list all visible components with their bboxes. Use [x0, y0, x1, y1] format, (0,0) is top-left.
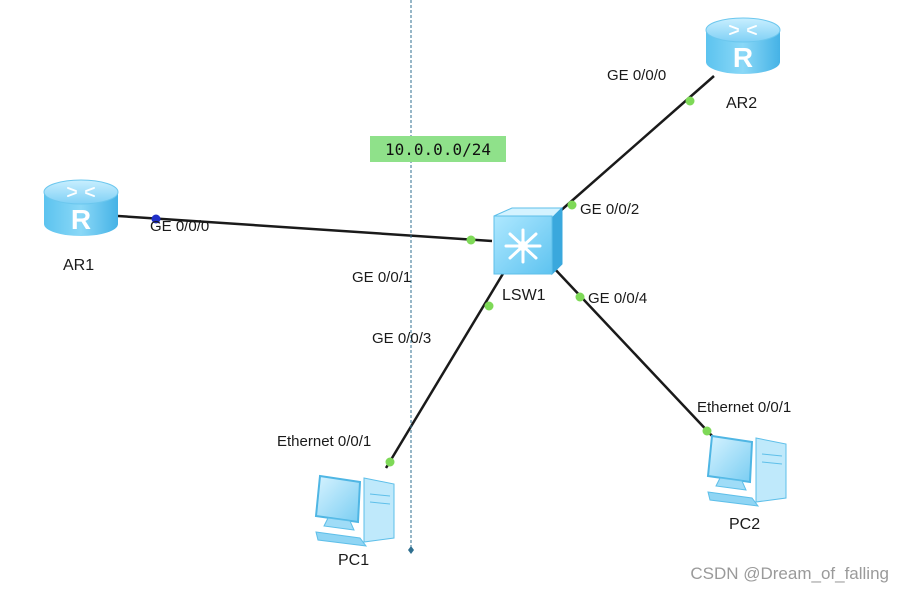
port-label-ar1-ge000: GE 0/0/0 — [150, 218, 210, 235]
device-name-lsw1[interactable]: LSW1 — [502, 287, 546, 304]
router-icon[interactable]: R — [43, 179, 119, 236]
port-dot-ar2-ge000 — [685, 96, 695, 106]
port-dot-pc1-eth — [385, 457, 395, 467]
device-name-ar2[interactable]: AR2 — [726, 95, 758, 112]
link-lsw1-pc1 — [384, 261, 512, 469]
svg-text:R: R — [71, 204, 91, 235]
port-label-lsw1-ge002: GE 0/0/2 — [580, 201, 640, 218]
subnet-label[interactable]: 10.0.0.0/24 — [370, 136, 506, 162]
switch-icon[interactable] — [493, 206, 564, 276]
port-dot-ar1-ge000 — [151, 214, 161, 224]
port-dot-lsw1-ge004 — [575, 292, 585, 302]
port-label-pc1-eth: Ethernet 0/0/1 — [277, 433, 372, 450]
device-name-ar1[interactable]: AR1 — [63, 257, 95, 274]
pc-icon[interactable] — [314, 474, 395, 547]
port-label-pc2-eth: Ethernet 0/0/1 — [697, 399, 792, 416]
port-dot-pc2-eth — [702, 426, 712, 436]
pc-icon[interactable] — [706, 434, 787, 507]
port-dot-lsw1-ge002 — [567, 200, 577, 210]
guide-handle[interactable] — [408, 546, 414, 554]
watermark: CSDN @Dream_of_falling — [690, 564, 889, 583]
router-icon[interactable]: R — [705, 17, 781, 74]
device-name-pc2[interactable]: PC2 — [729, 516, 761, 533]
device-name-pc1[interactable]: PC1 — [338, 552, 370, 569]
port-label-ar2-ge000: GE 0/0/0 — [607, 67, 667, 84]
port-label-lsw1-ge003: GE 0/0/3 — [372, 330, 432, 347]
port-label-lsw1-ge001: GE 0/0/1 — [352, 269, 412, 286]
port-dot-lsw1-ge001 — [466, 235, 476, 245]
link-ar1-lsw1 — [117, 214, 493, 243]
svg-text:R: R — [733, 42, 753, 73]
port-label-lsw1-ge004: GE 0/0/4 — [588, 290, 648, 307]
port-dot-lsw1-ge003 — [484, 301, 494, 311]
